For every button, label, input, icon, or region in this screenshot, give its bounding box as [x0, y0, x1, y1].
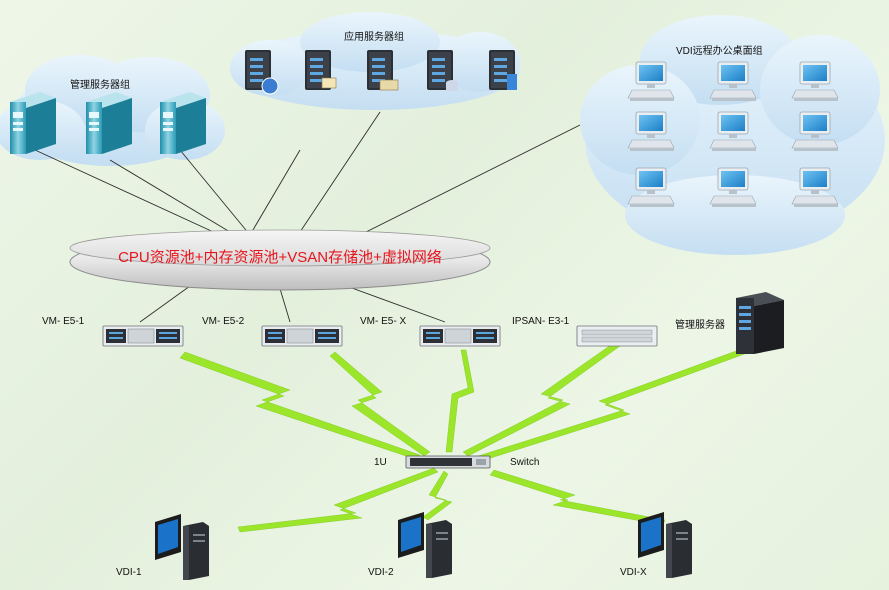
- switch-right-label: Switch: [510, 457, 540, 468]
- client-label-1: VDI-1: [116, 567, 142, 578]
- mgmt-tower-server-icon: [736, 292, 784, 354]
- host-label-1: VM- E5-1: [42, 316, 85, 327]
- app-group-label: 应用服务器组: [344, 32, 404, 43]
- host-vm-e5-x-icon: [419, 325, 501, 347]
- resource-pool-label: CPU资源池+内存资源池+VSAN存储池+虚拟网络: [118, 249, 442, 266]
- host-vm-e5-2-icon: [261, 325, 343, 347]
- app-server-badges: [261, 74, 517, 95]
- mgmt-group-label: 管理服务器组: [70, 80, 130, 91]
- client-vdi-1-icon: [155, 514, 209, 580]
- mgmt-server-2-icon: [86, 92, 132, 154]
- switch-left-label: 1U: [374, 457, 387, 468]
- mgmt-server-1-icon: [10, 92, 56, 154]
- host-vm-e5-1-icon: [102, 325, 184, 347]
- switch-icon: [405, 455, 491, 469]
- host-label-3: VM- E5- X: [360, 316, 407, 327]
- host-label-2: VM- E5-2: [202, 316, 245, 327]
- wireless-links: [179, 341, 751, 533]
- client-vdi-2-icon: [398, 512, 452, 578]
- ipsan-storage-icon: [576, 325, 658, 347]
- mgmt-server-3-icon: [160, 92, 206, 154]
- host-label-4: IPSAN- E3-1: [512, 316, 570, 327]
- mgmt-server-label: 管理服务器: [675, 320, 725, 331]
- client-label-3: VDI-X: [620, 567, 647, 578]
- client-label-2: VDI-2: [368, 567, 394, 578]
- vdi-group-label: VDI远程办公桌面组: [676, 46, 763, 57]
- resource-pool-disk: [69, 229, 491, 291]
